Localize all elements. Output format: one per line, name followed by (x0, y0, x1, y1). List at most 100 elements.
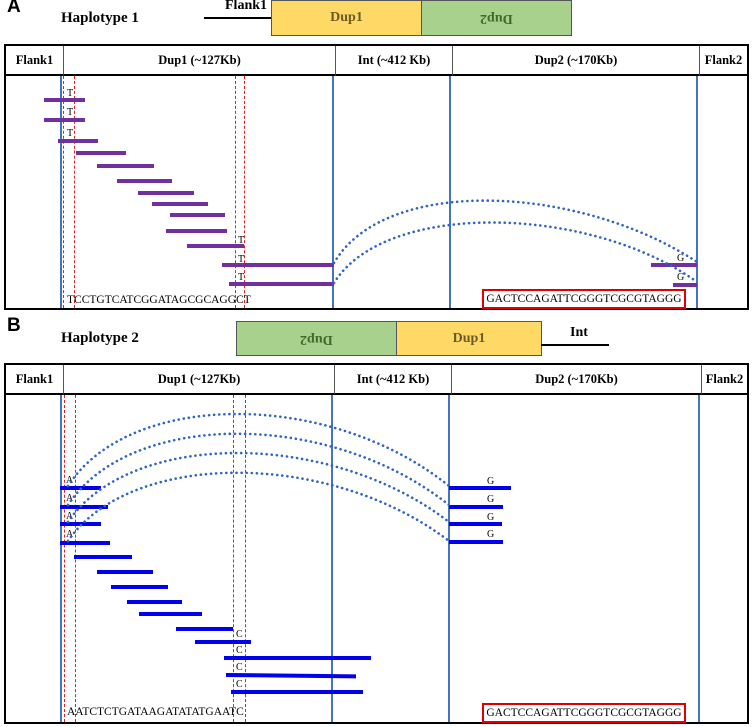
read (449, 505, 503, 509)
snp-allele: G (677, 253, 685, 264)
read (152, 202, 208, 206)
snp-allele: C (236, 679, 243, 690)
read (449, 486, 511, 490)
snp-allele: T (238, 235, 245, 246)
snp-allele: T (67, 88, 74, 99)
arc-b-3 (66, 451, 451, 524)
arc-a-2 (332, 221, 699, 285)
snp-allele: A (66, 475, 74, 486)
snp-allele: A (66, 529, 74, 540)
dashed-marker-left-1 (64, 395, 65, 722)
separator-flank1-dup1 (60, 76, 62, 308)
read (44, 98, 85, 102)
read (76, 151, 126, 155)
dup2-inverted-block: Dup2 (421, 0, 572, 36)
read (127, 600, 182, 604)
dashed-marker-mid-2 (245, 395, 246, 722)
dashed-marker-mid-2 (244, 76, 245, 308)
read (166, 229, 227, 233)
read (176, 627, 233, 631)
int-schematic-label: Int (570, 325, 588, 340)
snp-allele: T (238, 272, 245, 283)
snp-allele: A (66, 511, 74, 522)
read (117, 179, 172, 183)
panel-b-letter: B (7, 315, 21, 336)
dup2-inverted-block: Dup2 (236, 321, 397, 356)
snp-allele: C (236, 629, 243, 640)
snp-allele: C (236, 662, 243, 673)
snp-allele: G (677, 272, 685, 283)
dashed-marker-mid-1 (235, 76, 236, 308)
read (224, 656, 371, 660)
read (97, 570, 153, 574)
dup1-block: Dup1 (271, 0, 422, 36)
header-flank2: Flank2 (701, 365, 747, 395)
read (195, 640, 251, 644)
header-int: Int (~412 Kb) (334, 365, 451, 395)
sequence-left: TCCTGTCATCGGATAGCGCAGGCT (67, 294, 251, 306)
header-int: Int (~412 Kb) (335, 46, 452, 76)
header-dup2: Dup2 (~170Kb) (452, 46, 699, 76)
read (60, 505, 108, 509)
read (111, 585, 168, 589)
read (229, 282, 334, 286)
snp-allele: C (236, 645, 243, 656)
read (651, 263, 697, 267)
separator-int-dup2 (449, 76, 451, 308)
read (449, 540, 503, 544)
header-flank1: Flank1 (6, 365, 63, 395)
read (60, 541, 110, 545)
header-flank1: Flank1 (6, 46, 63, 76)
read (170, 213, 225, 217)
separator-dup2-flank2 (696, 76, 698, 308)
read (58, 139, 98, 143)
panel-b-title: Haplotype 2 (61, 330, 139, 346)
arc-b-1 (66, 412, 451, 488)
dashed-marker-left-1 (63, 76, 64, 308)
separator-flank1-dup1 (60, 395, 62, 722)
arc-b-2 (66, 432, 451, 507)
read (222, 263, 334, 267)
snp-allele: G (487, 494, 495, 505)
read (74, 555, 132, 559)
header-dup2: Dup2 (~170Kb) (451, 365, 701, 395)
snp-allele: A (66, 493, 74, 504)
snp-allele: G (487, 512, 495, 523)
sequence-right-box: GACTCCAGATTCGGGTCGCGTAGGG (482, 703, 686, 723)
separator-dup1-int (331, 395, 333, 722)
panel-a-title: Haplotype 1 (61, 10, 139, 26)
separator-dup1-int (332, 76, 334, 308)
sequence-left: AATCTCTGATAAGATATATGAATC (67, 706, 244, 718)
dup1-block: Dup1 (396, 321, 542, 356)
read (139, 612, 202, 616)
read (673, 283, 697, 287)
read (187, 244, 244, 248)
arc-a-1 (332, 199, 699, 265)
flank1-line (204, 17, 272, 19)
snp-allele: T (238, 254, 245, 265)
dashed-marker-mid-1 (233, 395, 234, 722)
panel-a-frame: Flank1 Dup1 (~127Kb) Int (~412 Kb) Dup2 … (4, 44, 749, 310)
panel-b-frame: Flank1 Dup1 (~127Kb) Int (~412 Kb) Dup2 … (4, 363, 749, 724)
read (138, 191, 194, 195)
dup1-block-label: Dup1 (452, 330, 486, 346)
arc-b-4 (66, 471, 451, 543)
read (97, 164, 154, 168)
snp-allele: T (67, 107, 74, 118)
dashed-marker-left-2 (74, 76, 75, 308)
separator-dup2-flank2 (698, 395, 700, 722)
header-flank2: Flank2 (699, 46, 747, 76)
snp-allele: G (487, 476, 495, 487)
flank1-schematic-label: Flank1 (225, 0, 268, 13)
header-dup1: Dup1 (~127Kb) (63, 365, 334, 395)
int-line (541, 344, 609, 346)
sequence-right-box: GACTCCAGATTCGGGTCGCGTAGGG (482, 289, 686, 309)
read (449, 522, 502, 526)
read (231, 690, 363, 694)
snp-allele: T (67, 128, 74, 139)
dup1-block-label: Dup1 (330, 10, 363, 25)
snp-allele: G (487, 529, 495, 540)
header-dup1: Dup1 (~127Kb) (63, 46, 335, 76)
read (44, 118, 85, 122)
